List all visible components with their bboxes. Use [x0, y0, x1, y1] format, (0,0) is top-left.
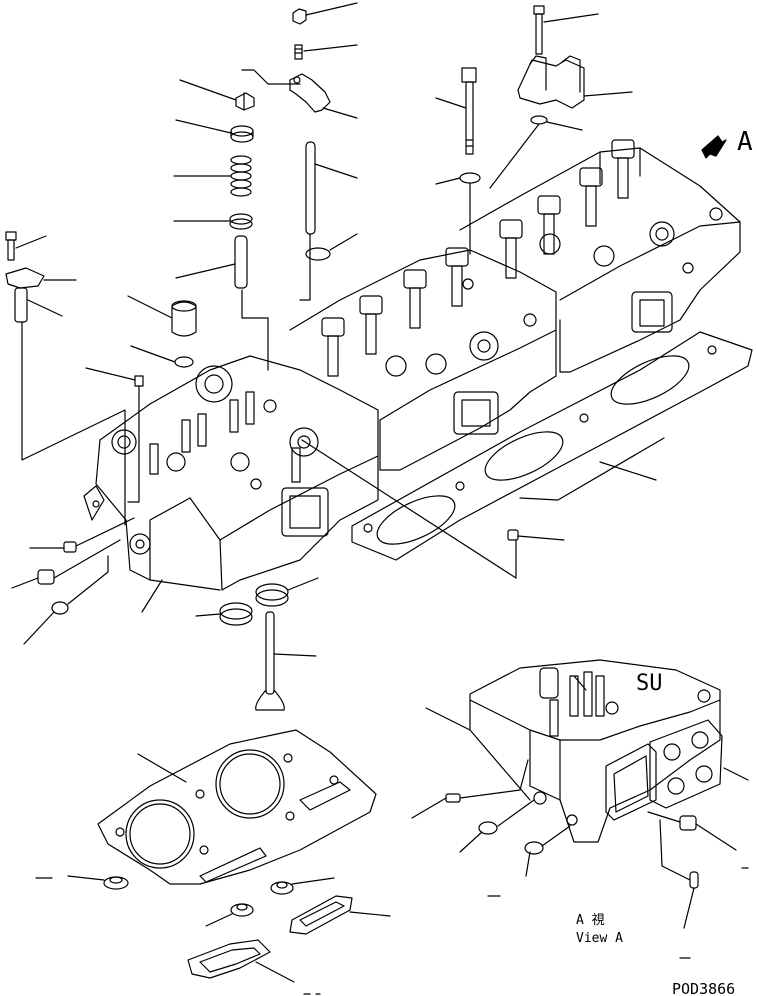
seal-washer-a — [130, 345, 194, 368]
plug-right — [507, 529, 565, 541]
plug-left-2 — [11, 539, 121, 589]
valve-seat-insert-b — [255, 577, 319, 607]
washer-bottom-2 — [270, 877, 335, 895]
valve-spring — [173, 155, 252, 197]
valve-seat-washer — [173, 213, 253, 230]
rocker-nut — [292, 2, 358, 25]
injector-clamp — [5, 267, 126, 526]
plug-small — [85, 367, 144, 503]
washer-b — [435, 172, 481, 255]
head-gasket-set — [351, 331, 753, 561]
leader-head-front — [141, 579, 163, 613]
crosshead — [127, 295, 197, 337]
leader-guide — [241, 289, 269, 371]
valve — [255, 611, 317, 711]
seal-washer-c — [489, 115, 583, 189]
plug-left-3 — [23, 555, 109, 645]
leader-main — [301, 439, 517, 579]
valve-seat-insert — [195, 602, 253, 626]
view-a-plug-2 — [459, 799, 535, 853]
injector-bolt — [5, 231, 47, 261]
view-a-plug-3 — [524, 825, 571, 877]
head-bolt — [435, 67, 477, 155]
drawing-code: POD3866 — [672, 980, 735, 996]
view-marker-label: A — [737, 127, 753, 157]
spring-retainer — [175, 119, 254, 143]
view-a-dowel — [661, 865, 749, 929]
adjust-screw — [294, 44, 358, 60]
plug-left-1 — [29, 517, 135, 553]
cylinder-head-middle — [289, 249, 557, 471]
rocker-bracket — [517, 55, 633, 109]
washer-bottom-3 — [205, 903, 254, 927]
view-a-plug-4 — [647, 811, 737, 851]
cylinder-head-front — [83, 355, 379, 591]
valve-guide — [175, 235, 248, 289]
pushrod — [299, 141, 358, 301]
rocker-arm — [289, 73, 358, 119]
manifold-gasket-1 — [289, 895, 391, 935]
view-a-head: SU — [425, 659, 749, 843]
rocker-set — [149, 139, 635, 483]
view-a-plug-1 — [411, 759, 529, 819]
view-a-caption-jp: A 視 — [576, 913, 605, 928]
leader-top — [241, 69, 301, 85]
leader-dowel-up — [659, 819, 663, 867]
manifold-gasket-2 — [187, 939, 295, 983]
bracket-bolt — [533, 5, 599, 55]
o-ring-small — [305, 233, 358, 261]
view-a-cast-mark: SU — [636, 671, 663, 696]
valve-lock — [179, 79, 255, 111]
cylinder-head-rear — [459, 147, 741, 373]
head-gasket-single — [97, 729, 377, 885]
view-a-caption-en: View A — [576, 931, 623, 946]
view-arrow: A — [701, 127, 753, 159]
washer-bottom-1 — [35, 875, 129, 890]
